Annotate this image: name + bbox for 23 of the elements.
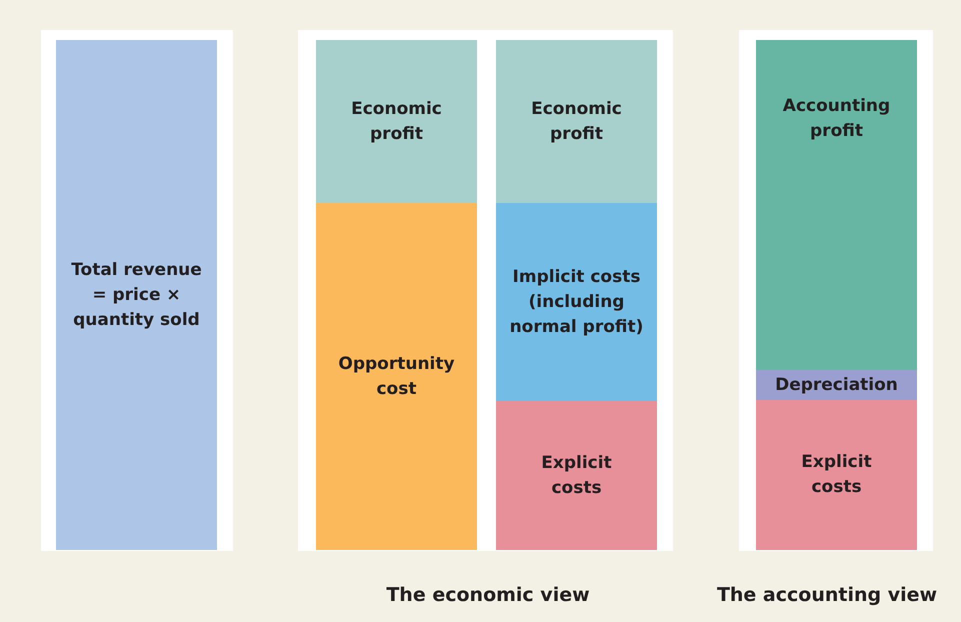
cost-segment bbox=[756, 400, 917, 550]
segment-label: Depreciation bbox=[775, 374, 898, 396]
cost-segment bbox=[496, 401, 657, 550]
profit-segment bbox=[756, 40, 917, 370]
segment-label: Total revenue = price × quantity sold bbox=[70, 258, 203, 332]
segment-label: Economic profit bbox=[530, 98, 623, 146]
segment-label: Opportunity cost bbox=[337, 352, 456, 400]
segment-label: Economic profit bbox=[350, 98, 443, 146]
cost-segment bbox=[316, 203, 477, 550]
depreciation-segment bbox=[756, 370, 917, 400]
panel-background bbox=[41, 30, 233, 551]
profit-segment bbox=[316, 40, 477, 203]
segment-label: Explicit costs bbox=[540, 452, 613, 500]
segment-label: Explicit costs bbox=[800, 451, 873, 499]
view-caption: The accounting view bbox=[716, 584, 938, 606]
panel-background bbox=[739, 30, 933, 551]
segment-label: Accounting profit bbox=[782, 95, 892, 143]
segment-label: Implicit costs (including normal profit) bbox=[508, 266, 644, 338]
revenue-bar bbox=[56, 40, 217, 550]
panel-background bbox=[298, 30, 673, 551]
cost-segment bbox=[496, 203, 657, 401]
profit-segment bbox=[496, 40, 657, 203]
view-caption: The economic view bbox=[386, 584, 590, 606]
